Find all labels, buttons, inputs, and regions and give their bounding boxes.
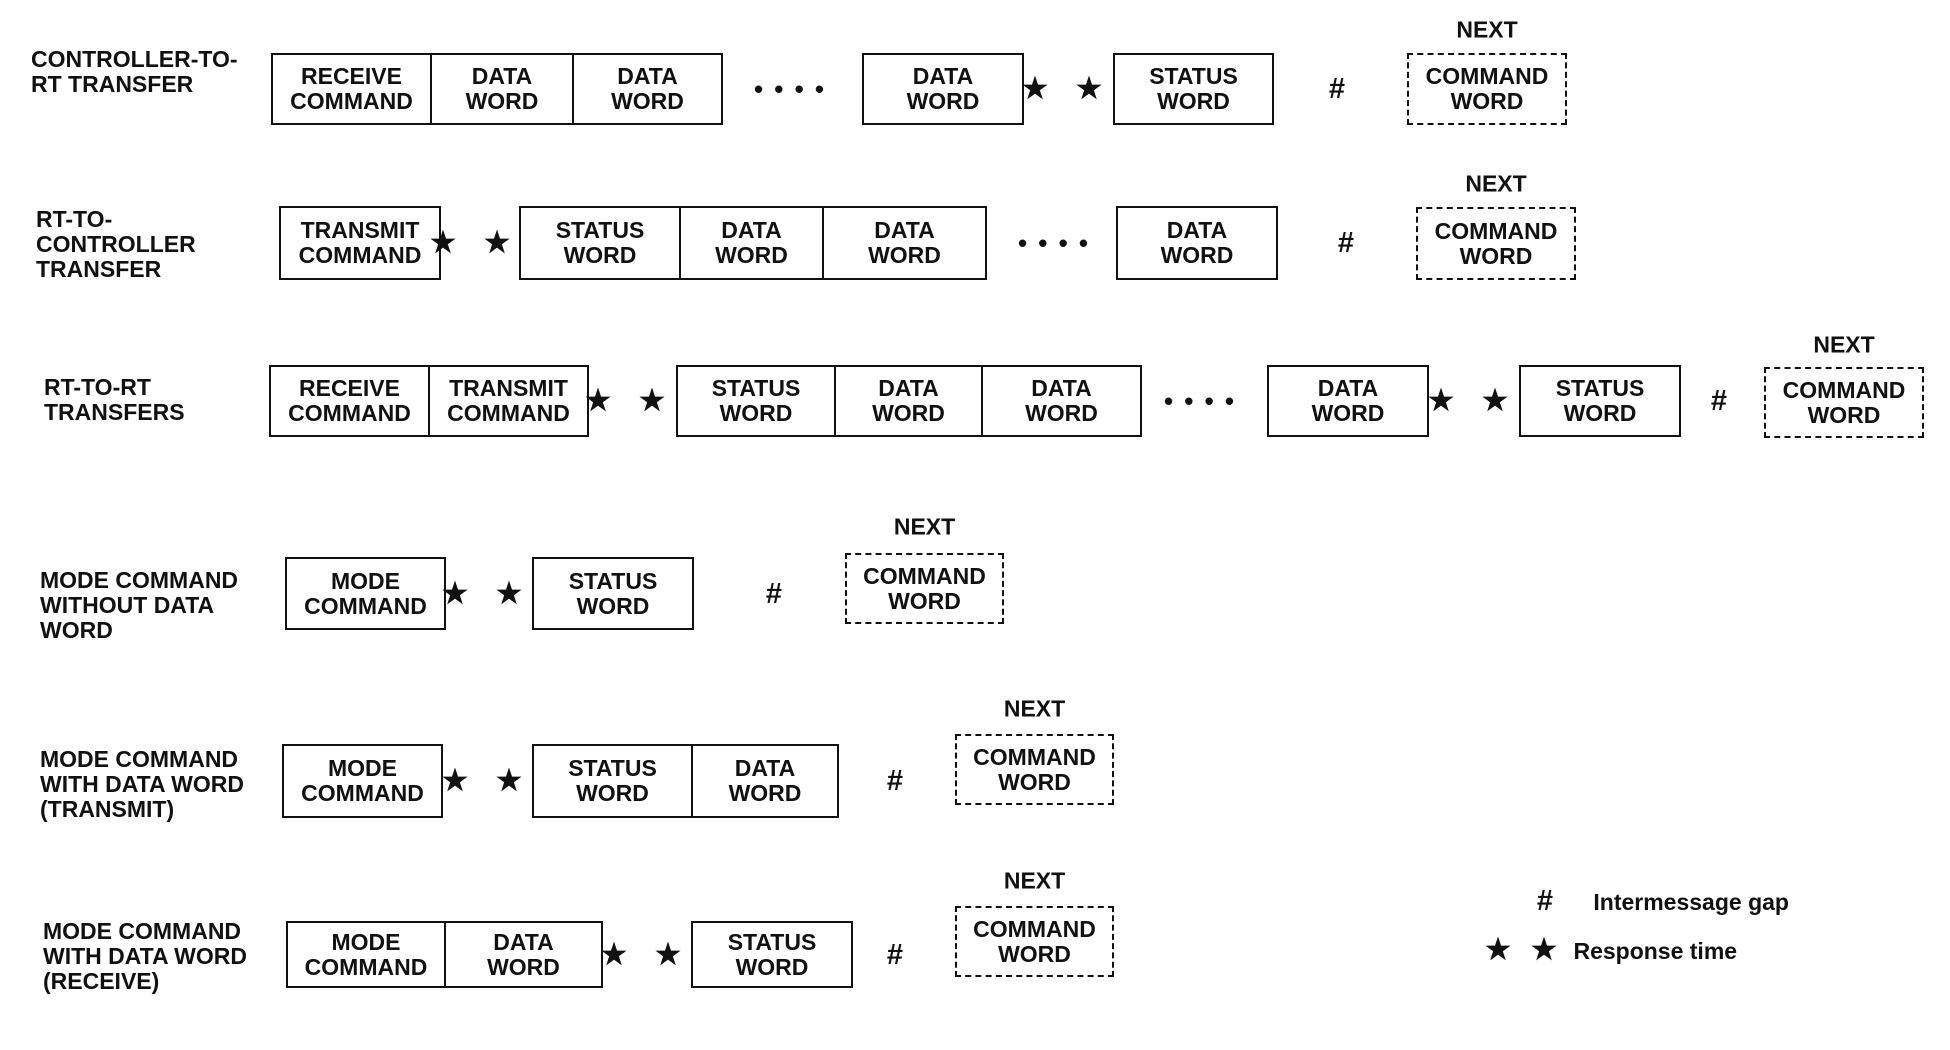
row-label: CONTROLLER-TO- RT TRANSFER bbox=[31, 46, 238, 97]
next-command-word-box: COMMAND WORD bbox=[845, 553, 1004, 624]
word-box: DATA WORD bbox=[430, 53, 574, 125]
word-box: DATA WORD bbox=[1116, 206, 1278, 280]
word-box: DATA WORD bbox=[1267, 365, 1429, 437]
response-time-symbol: ★ ★ bbox=[441, 577, 533, 610]
ellipsis: • • • • bbox=[1163, 386, 1237, 416]
ellipsis: • • • • bbox=[1017, 228, 1091, 258]
next-command-word-box: COMMAND WORD bbox=[1416, 207, 1576, 280]
legend-response-symbol: ★ ★ bbox=[1485, 934, 1564, 966]
intermessage-gap-symbol: # bbox=[886, 765, 904, 797]
word-box: DATA WORD bbox=[444, 921, 603, 988]
word-box: TRANSMIT COMMAND bbox=[428, 365, 589, 437]
row-label: MODE COMMAND WITH DATA WORD (TRANSMIT) bbox=[40, 746, 244, 822]
word-box: MODE COMMAND bbox=[286, 921, 446, 988]
next-label: NEXT bbox=[1003, 867, 1066, 894]
response-time-symbol: ★ ★ bbox=[441, 765, 533, 797]
next-label: NEXT bbox=[893, 513, 956, 540]
response-time-symbol: ★ ★ bbox=[600, 938, 692, 971]
word-box: DATA WORD bbox=[679, 206, 824, 280]
word-box: STATUS WORD bbox=[1113, 53, 1274, 125]
legend-response-text: Response time bbox=[1573, 938, 1738, 964]
ellipsis: • • • • bbox=[753, 74, 827, 104]
word-box: STATUS WORD bbox=[519, 206, 681, 280]
word-box: STATUS WORD bbox=[1519, 365, 1681, 437]
word-box: DATA WORD bbox=[981, 365, 1142, 437]
row-label: RT-TO-RT TRANSFERS bbox=[44, 374, 185, 425]
word-box: MODE COMMAND bbox=[285, 557, 446, 630]
word-box: TRANSMIT COMMAND bbox=[279, 206, 441, 280]
response-time-symbol: ★ ★ bbox=[429, 227, 521, 259]
word-box: DATA WORD bbox=[834, 365, 983, 437]
row-label: MODE COMMAND WITHOUT DATA WORD bbox=[40, 567, 239, 643]
next-label: NEXT bbox=[1456, 16, 1518, 43]
next-command-word-box: COMMAND WORD bbox=[955, 734, 1114, 805]
word-box: RECEIVE COMMAND bbox=[271, 53, 432, 125]
intermessage-gap-symbol: # bbox=[1710, 385, 1728, 417]
intermessage-gap-symbol: # bbox=[886, 938, 904, 971]
next-command-word-box: COMMAND WORD bbox=[1764, 367, 1924, 438]
next-command-word-box: COMMAND WORD bbox=[955, 906, 1114, 977]
word-box: STATUS WORD bbox=[691, 921, 853, 988]
next-label: NEXT bbox=[1813, 331, 1875, 358]
response-time-symbol: ★ ★ bbox=[584, 385, 676, 417]
next-command-word-box: COMMAND WORD bbox=[1407, 53, 1567, 125]
word-box: DATA WORD bbox=[572, 53, 723, 125]
legend-gap-symbol: # bbox=[1536, 885, 1554, 917]
word-box: STATUS WORD bbox=[532, 557, 694, 630]
row-label: RT-TO- CONTROLLER TRANSFER bbox=[36, 206, 196, 282]
word-box: RECEIVE COMMAND bbox=[269, 365, 430, 437]
word-box: STATUS WORD bbox=[676, 365, 836, 437]
word-box: MODE COMMAND bbox=[282, 744, 443, 818]
word-box: STATUS WORD bbox=[532, 744, 693, 818]
intermessage-gap-symbol: # bbox=[1328, 73, 1346, 105]
next-label: NEXT bbox=[1465, 170, 1527, 197]
word-box: DATA WORD bbox=[862, 53, 1024, 125]
intermessage-gap-symbol: # bbox=[1337, 227, 1355, 259]
legend-gap-text: Intermessage gap bbox=[1593, 889, 1789, 915]
word-box: DATA WORD bbox=[822, 206, 987, 280]
word-box: DATA WORD bbox=[691, 744, 839, 818]
response-time-symbol: ★ ★ bbox=[1021, 73, 1113, 105]
next-label: NEXT bbox=[1003, 695, 1066, 722]
legend-gap: # Intermessage gap bbox=[1523, 885, 1789, 918]
legend-response: ★ ★ Response time bbox=[1485, 932, 1737, 967]
response-time-symbol: ★ ★ bbox=[1427, 385, 1519, 417]
row-label: MODE COMMAND WITH DATA WORD (RECEIVE) bbox=[43, 918, 247, 994]
intermessage-gap-symbol: # bbox=[765, 577, 783, 610]
